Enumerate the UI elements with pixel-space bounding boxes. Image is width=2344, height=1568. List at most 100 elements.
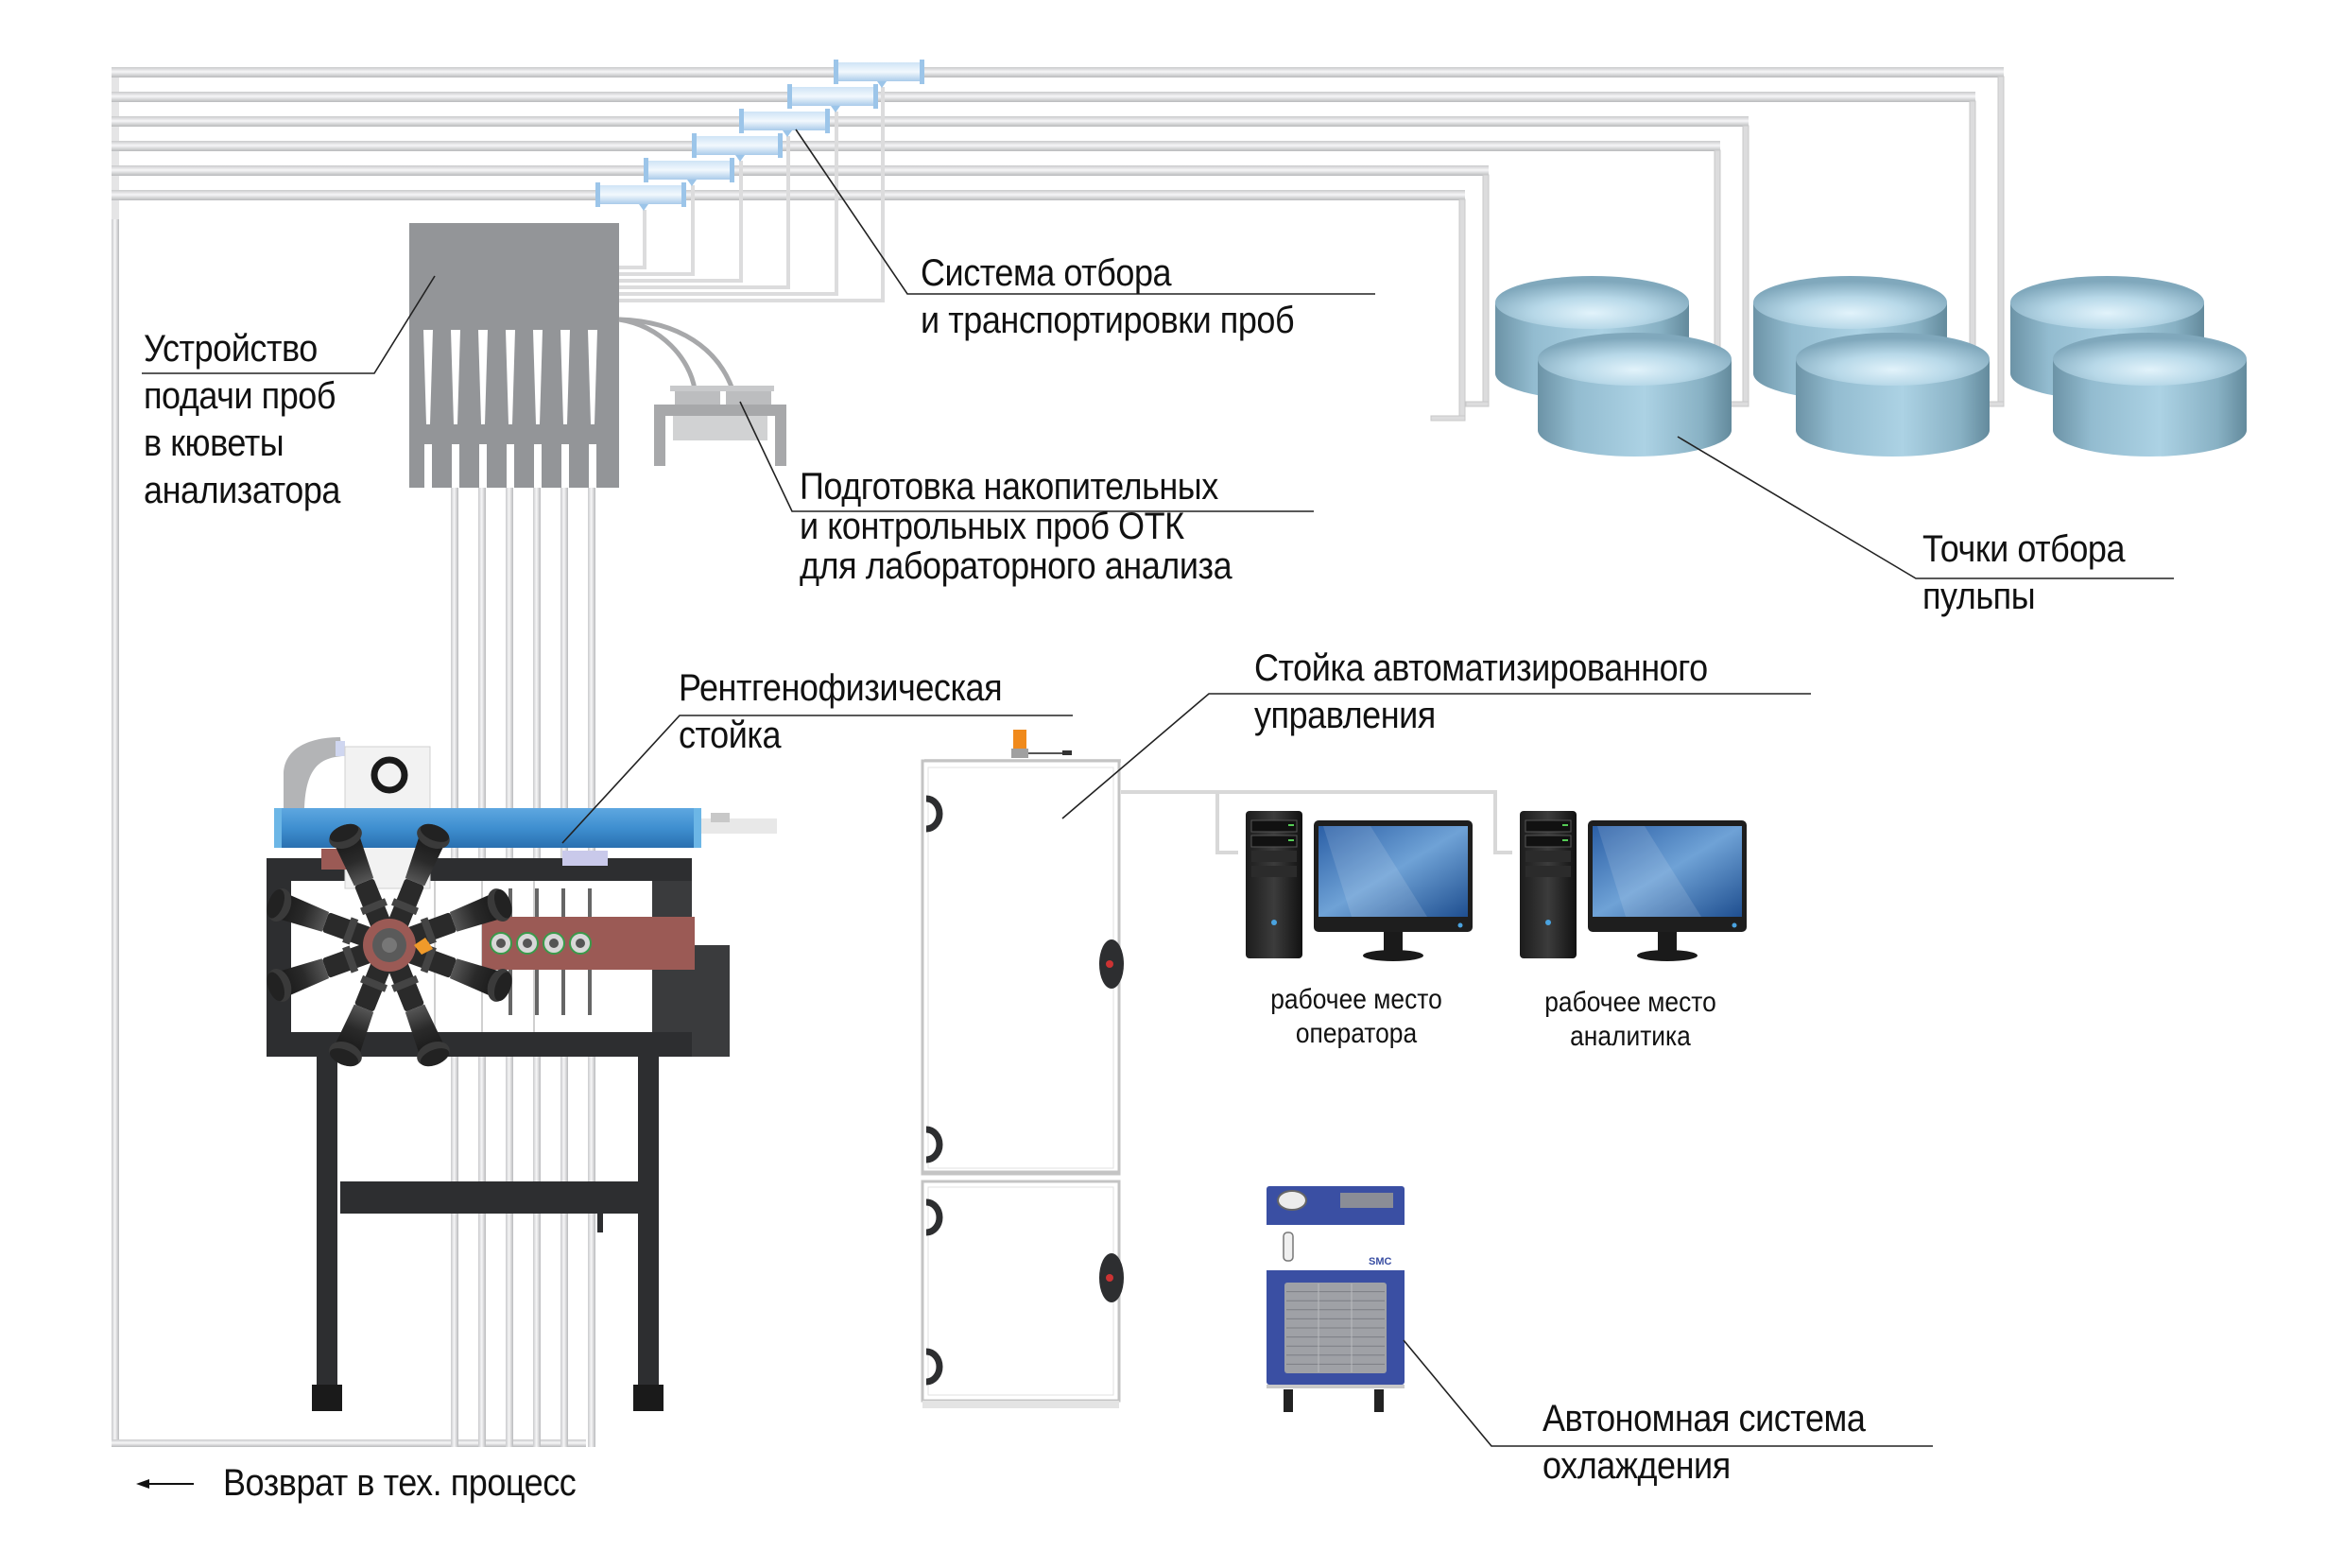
sample-tube xyxy=(535,888,539,917)
label-line: рабочее место xyxy=(1270,984,1442,1015)
callout-cooling xyxy=(1403,1339,1933,1447)
feeder-channel xyxy=(533,330,543,424)
label-line: Стойка автоматизированного xyxy=(1254,647,1708,689)
tank-riser xyxy=(1458,198,1466,417)
sample-drop xyxy=(835,112,838,292)
callout-sample-feeder xyxy=(142,275,436,374)
sample-feeder-device xyxy=(409,223,735,488)
feeder-channel xyxy=(506,330,515,424)
rack-crossbar xyxy=(340,1181,638,1214)
label-line: управления xyxy=(1254,695,1436,736)
sampling-pipe xyxy=(112,116,1749,127)
inline-sampler xyxy=(741,112,828,130)
inline-samplers xyxy=(595,60,924,211)
pulp-tank xyxy=(1796,333,1990,457)
computer-workstation xyxy=(1520,811,1747,961)
sample-drop-lines xyxy=(619,87,885,302)
sampling-pipe xyxy=(112,141,1720,151)
label-line: Устройство xyxy=(144,328,318,370)
monitor-screen xyxy=(1593,826,1742,917)
xray-probe-arm xyxy=(267,943,373,1002)
callout-xray-rack xyxy=(561,715,1073,844)
label-line: пульпы xyxy=(1922,576,2036,617)
callout-otk-prep xyxy=(739,401,1314,512)
tank-riser xyxy=(1742,125,1749,403)
cable-carrier xyxy=(284,737,342,815)
sample-drop xyxy=(786,136,790,285)
label-line: рабочее место xyxy=(1544,987,1716,1018)
sample-drop xyxy=(691,185,695,272)
sample-tube xyxy=(588,970,592,1015)
callout-control-rack xyxy=(1061,693,1811,819)
label-line: для лабораторного анализа xyxy=(800,545,1232,587)
label-line: Подготовка накопительных xyxy=(800,466,1218,508)
cooler-brand-label: SMC xyxy=(1369,1256,1392,1267)
feeder-channel xyxy=(451,330,460,424)
sample-tube xyxy=(561,888,565,917)
label-line: Система отбора xyxy=(921,252,1172,294)
sampling-pipes xyxy=(112,67,2005,422)
label-line: Точки отбора xyxy=(1922,528,2126,570)
label-line: оператора xyxy=(1295,1018,1418,1049)
sampling-pipe xyxy=(112,67,2004,78)
otk-sample-preparation-unit xyxy=(654,386,786,466)
rack-leg xyxy=(317,1040,337,1399)
sample-drop xyxy=(739,161,743,279)
label-line: Автономная система xyxy=(1543,1398,1866,1439)
ring-seal xyxy=(371,756,408,794)
label-line: в кюветы xyxy=(144,422,284,464)
label-analyst-workstation: рабочее место аналитика xyxy=(1523,986,1739,1054)
sample-tube xyxy=(588,888,592,917)
autonomous-cooling-unit: SMC xyxy=(1267,1186,1405,1412)
inline-sampler xyxy=(789,87,876,106)
label-cooling-system: Автономная система охлаждения xyxy=(1543,1395,1866,1490)
label-line: аналитика xyxy=(1570,1021,1691,1052)
sample-drop xyxy=(643,210,646,266)
tank-riser xyxy=(1997,76,2005,403)
inline-sampler xyxy=(694,136,781,155)
sample-drop xyxy=(881,87,885,299)
sampling-pipe xyxy=(112,165,1489,176)
rack-leg xyxy=(638,1040,659,1399)
label-return-to-process: Возврат в тех. процесс xyxy=(223,1462,577,1504)
label-line: и транспортировки проб xyxy=(921,300,1295,341)
xray-probe-arm xyxy=(405,943,512,1002)
return-pipe-loop xyxy=(112,72,586,1447)
xray-physical-rack xyxy=(267,737,777,1411)
sampling-pipe xyxy=(112,92,1975,102)
xray-probe-arm xyxy=(405,888,512,947)
label-sampling-system: Система отбора и транспортировки проб xyxy=(921,250,1295,344)
pulp-tank xyxy=(1538,333,1732,457)
label-otk-prep: Подготовка накопительных и контрольных п… xyxy=(800,467,1232,586)
label-xray-rack: Рентгенофизическая стойка xyxy=(679,664,1003,759)
label-control-rack: Стойка автоматизированного управления xyxy=(1254,645,1708,739)
sample-tube xyxy=(561,970,565,1015)
feeder-channel xyxy=(423,330,433,424)
xray-probe-arm xyxy=(267,888,373,947)
tank-riser xyxy=(1482,174,1490,403)
automated-control-rack xyxy=(921,730,1512,1408)
label-operator-workstation: рабочее место оператора xyxy=(1249,983,1465,1051)
pulp-tanks xyxy=(1495,276,2247,457)
feeder-channel xyxy=(560,330,570,424)
callout-pulp-points xyxy=(1677,436,2174,579)
inline-sampler xyxy=(597,185,684,204)
callout-lines xyxy=(142,129,2174,1447)
xray-probe-arm xyxy=(388,961,450,1067)
pulp-tank xyxy=(2053,333,2247,457)
inline-sampler xyxy=(836,62,922,81)
feeder-channel xyxy=(588,330,597,424)
sample-tube xyxy=(535,970,539,1015)
label-line: анализатора xyxy=(144,470,340,511)
label-sample-feeder: Устройство подачи проб в кюветы анализат… xyxy=(144,325,340,514)
label-line: Рентгенофизическая xyxy=(679,667,1003,709)
label-line: и контрольных проб ОТК xyxy=(800,506,1184,547)
feeder-channel xyxy=(478,330,488,424)
inline-sampler xyxy=(646,161,732,180)
pc-tower xyxy=(1520,811,1577,958)
computer-workstation xyxy=(1246,811,1473,961)
xray-probe-arm xyxy=(329,961,391,1067)
workstations xyxy=(1246,811,1747,961)
